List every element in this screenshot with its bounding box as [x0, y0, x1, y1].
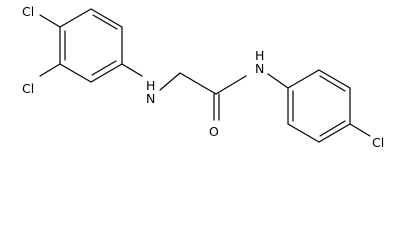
bond-ring-cl-right	[349, 123, 371, 137]
atom-amine-n: N	[146, 91, 155, 106]
atom-cl-right: Cl	[372, 135, 384, 150]
bond-amide-n-to-ring	[267, 73, 289, 89]
structure-diagram: Cl Cl H N O H N Cl	[22, 4, 384, 150]
atom-amide-h: H	[255, 48, 264, 63]
bond-amine-n-to-ch2	[159, 72, 181, 91]
bond-ring-cl-top	[39, 14, 61, 28]
bond-ring-cl-left	[39, 63, 61, 77]
bond-ring-to-amine-n	[121, 63, 143, 77]
right-benzene-ring	[287, 69, 351, 143]
bond-ch2-to-carbonyl	[179, 72, 217, 95]
atom-amine-h: H	[146, 78, 155, 93]
atom-cl-left: Cl	[22, 81, 34, 96]
bond-carbonyl-to-amide-n	[215, 75, 247, 95]
atom-carbonyl-o: O	[209, 124, 219, 139]
left-benzene-ring	[59, 8, 123, 83]
atom-amide-n: N	[255, 61, 264, 76]
atom-cl-top: Cl	[22, 4, 34, 19]
